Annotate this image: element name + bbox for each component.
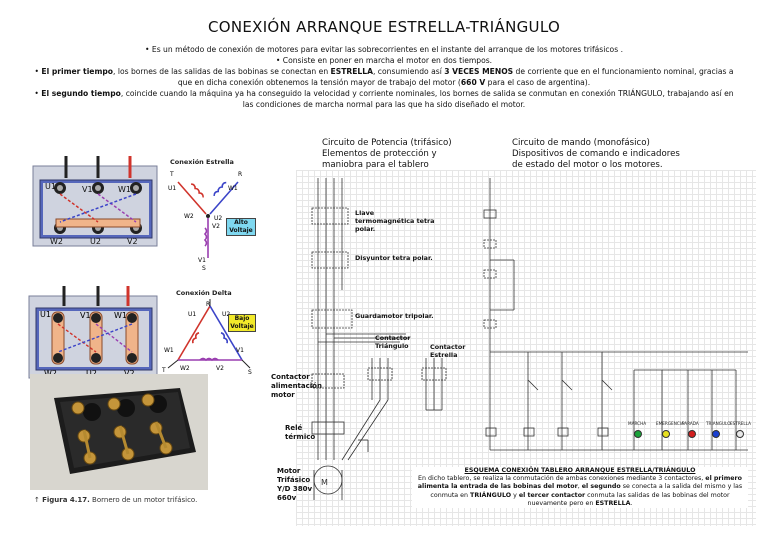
svg-text:S: S bbox=[248, 369, 252, 374]
svg-text:V2: V2 bbox=[127, 237, 138, 246]
high-voltage-badge: Alto Voltaje bbox=[226, 218, 256, 236]
intro-bullets: • Es un método de conexión de motores pa… bbox=[28, 44, 740, 110]
star-box-u1: U1 bbox=[45, 182, 56, 191]
schematic-grid bbox=[296, 170, 756, 526]
bullet-3: • El primer tiempo, los bornes de las sa… bbox=[34, 67, 734, 87]
svg-text:M: M bbox=[321, 478, 328, 487]
delta-terminal-box: U1 V1 W1 W2 U2 V2 bbox=[28, 286, 158, 379]
lamp-label-estrella: ESTRELLA bbox=[730, 421, 752, 426]
svg-text:W2: W2 bbox=[180, 365, 190, 372]
indicator-lamp-triangulo bbox=[712, 430, 720, 438]
svg-text:U1: U1 bbox=[168, 185, 176, 192]
control-circuit-schematic bbox=[483, 178, 748, 451]
delta-connection-diagram: R U1 U2 W1 V1 W2 V2 T S bbox=[161, 299, 252, 374]
page-title: CONEXIÓN ARRANQUE ESTRELLA-TRIÁNGULO bbox=[207, 18, 561, 36]
schema-title: ESQUEMA CONEXIÓN TABLERO ARRANQUE ESTREL… bbox=[464, 467, 696, 474]
svg-text:V1: V1 bbox=[80, 311, 91, 320]
schema-description: ESQUEMA CONEXIÓN TABLERO ARRANQUE ESTREL… bbox=[412, 467, 748, 509]
power-circuit-heading: Circuito de Potencia (trifásico) Element… bbox=[322, 138, 452, 170]
indicator-lamp-emergencia bbox=[662, 430, 670, 438]
svg-text:R: R bbox=[206, 301, 210, 308]
svg-text:W1: W1 bbox=[118, 185, 131, 194]
guardamotor-label: Guardamotor tripolar. bbox=[355, 312, 434, 320]
terminal-block-photo bbox=[30, 374, 208, 490]
svg-text:V1: V1 bbox=[236, 347, 244, 354]
svg-text:V2: V2 bbox=[124, 369, 135, 378]
schema-text: En dicho tablero, se realiza la conmutac… bbox=[417, 475, 743, 507]
svg-text:U1: U1 bbox=[40, 310, 51, 319]
lamp-label-emergencia: EMERGENCIA bbox=[656, 421, 684, 426]
svg-text:W1: W1 bbox=[164, 347, 174, 354]
photo-caption: ↑ Figura 4.17. Bornero de un motor trifá… bbox=[34, 496, 198, 504]
svg-text:U1: U1 bbox=[188, 311, 196, 318]
svg-text:V2: V2 bbox=[212, 223, 220, 230]
lamp-label-marcha: MARCHA bbox=[628, 421, 647, 426]
star-connection-diagram: T R U1 W1 W2 U2 V2 V1 S bbox=[168, 171, 242, 272]
svg-text:V2: V2 bbox=[216, 365, 224, 372]
star-connection-title: Conexión Estrella bbox=[170, 158, 234, 166]
control-circuit-heading: Circuito de mando (monofásico) Dispositi… bbox=[512, 138, 680, 170]
indicator-lamp-parada bbox=[688, 430, 696, 438]
contactor-triangle-label: Contactor Triángulo bbox=[375, 334, 411, 350]
bullet-4: • El segundo tiempo, coincide cuando la … bbox=[34, 89, 734, 109]
svg-text:V1: V1 bbox=[198, 257, 206, 264]
svg-text:S: S bbox=[202, 265, 206, 272]
star-terminal-box: U1 V1 W1 W2 U2 V2 bbox=[32, 156, 158, 247]
breaker-label: Llave termomagnética tetra polar. bbox=[355, 209, 435, 233]
svg-text:W2: W2 bbox=[184, 213, 194, 220]
indicator-lamp-marcha bbox=[634, 430, 642, 438]
indicator-lamp-estrella bbox=[736, 430, 744, 438]
lamp-label-parada: PARADA bbox=[682, 421, 699, 426]
lamp-label-triangulo: TRIANGULO bbox=[706, 421, 731, 426]
svg-text:W2: W2 bbox=[50, 237, 63, 246]
bullet-1: • Es un método de conexión de motores pa… bbox=[145, 45, 623, 54]
disjuntor-label: Disyuntor tetra polar. bbox=[355, 254, 433, 262]
svg-text:U2: U2 bbox=[90, 237, 101, 246]
low-voltage-badge: Bajo Voltaje bbox=[228, 314, 256, 332]
contactor-feed-label: Contactor alimentación motor bbox=[271, 373, 322, 399]
svg-text:W1: W1 bbox=[114, 311, 127, 320]
svg-text:W1: W1 bbox=[228, 185, 238, 192]
power-circuit-schematic: M bbox=[311, 178, 447, 500]
svg-text:U2: U2 bbox=[222, 311, 230, 318]
terminal-block-image bbox=[30, 374, 208, 490]
contactor-star-label: Contactor Estrella bbox=[430, 343, 466, 359]
svg-text:U2: U2 bbox=[214, 215, 222, 222]
svg-text:T: T bbox=[169, 171, 174, 178]
svg-text:W2: W2 bbox=[44, 369, 57, 378]
svg-text:R: R bbox=[238, 171, 242, 178]
delta-connection-title: Conexión Delta bbox=[176, 289, 232, 297]
bullet-2: • Consiste en poner en marcha el motor e… bbox=[275, 56, 493, 65]
motor-label: Motor Trifásico Y/D 380v 660v bbox=[277, 467, 313, 502]
relay-label: Relé térmico bbox=[285, 424, 316, 441]
svg-text:T: T bbox=[161, 367, 166, 374]
svg-text:U2: U2 bbox=[86, 369, 97, 378]
svg-text:V1: V1 bbox=[82, 185, 93, 194]
